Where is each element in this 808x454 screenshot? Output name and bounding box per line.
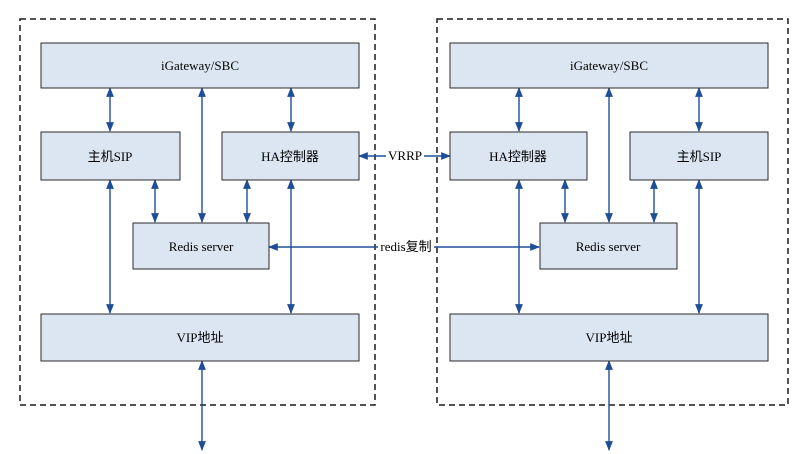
right-vip-label: VIP地址 [586, 330, 633, 345]
right-ha-controller-box: HA控制器 [449, 131, 588, 181]
left-ha-controller-label: HA控制器 [261, 149, 319, 164]
right-ha-controller-label: HA控制器 [489, 149, 547, 164]
right-gateway-box: iGateway/SBC [449, 42, 769, 89]
left-vip-box: VIP地址 [40, 313, 360, 362]
left-vip-label: VIP地址 [177, 330, 224, 345]
left-ha-controller-box: HA控制器 [221, 131, 360, 181]
left-gateway-box: iGateway/SBC [40, 42, 360, 89]
redis-replication-label: redis复制 [380, 239, 431, 254]
right-primary-sip-box: 主机SIP [629, 131, 769, 181]
left-redis-box: Redis server [132, 222, 270, 270]
redis-replication-label-background [378, 238, 434, 256]
right-redis-box: Redis server [539, 222, 678, 270]
vrrp-label: VRRP [388, 148, 422, 163]
left-redis-label: Redis server [169, 239, 234, 254]
left-gateway-label: iGateway/SBC [161, 58, 239, 73]
right-primary-sip-label: 主机SIP [677, 149, 722, 164]
left-primary-sip-box: 主机SIP [40, 131, 181, 181]
vrrp-label-background [386, 146, 424, 164]
right-vip-box: VIP地址 [449, 313, 769, 362]
left-connectors [106, 87, 295, 451]
right-gateway-label: iGateway/SBC [570, 58, 648, 73]
left-primary-sip-label: 主机SIP [88, 149, 133, 164]
right-redis-label: Redis server [576, 239, 641, 254]
